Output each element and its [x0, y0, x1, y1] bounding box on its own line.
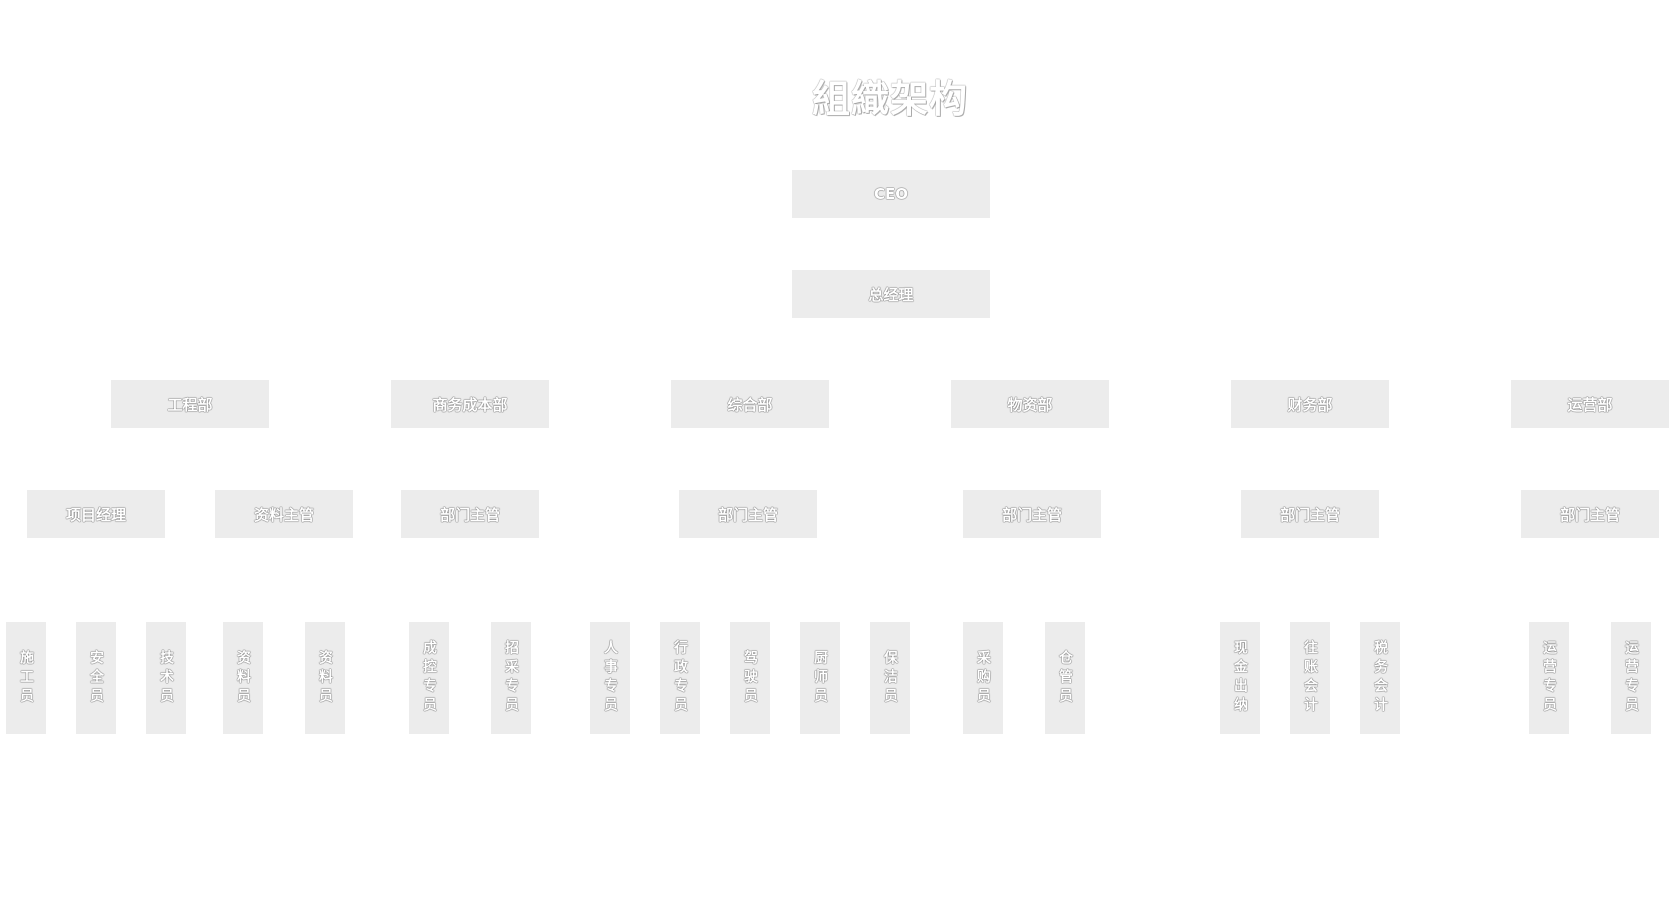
node-manager-general[interactable]: 部门主管 — [679, 490, 817, 538]
node-staff[interactable]: 成控专员 — [409, 622, 449, 734]
node-ceo[interactable]: CEO — [792, 170, 990, 218]
node-materials-supervisor[interactable]: 资料主管 — [215, 490, 353, 538]
node-dept-operations[interactable]: 运营部 — [1511, 380, 1669, 428]
node-manager-finance[interactable]: 部门主管 — [1241, 490, 1379, 538]
node-manager-business-cost[interactable]: 部门主管 — [401, 490, 539, 538]
node-staff[interactable]: 往账会计 — [1290, 622, 1330, 734]
node-staff[interactable]: 驾驶员 — [730, 622, 770, 734]
node-staff[interactable]: 行政专员 — [660, 622, 700, 734]
node-manager-materials[interactable]: 部门主管 — [963, 490, 1101, 538]
node-staff[interactable]: 现金出纳 — [1220, 622, 1260, 734]
node-general-manager[interactable]: 总经理 — [792, 270, 990, 318]
node-staff[interactable]: 采购员 — [963, 622, 1003, 734]
node-staff[interactable]: 安全员 — [76, 622, 116, 734]
node-staff[interactable]: 保洁员 — [870, 622, 910, 734]
node-staff[interactable]: 运营专员 — [1529, 622, 1569, 734]
node-dept-engineering[interactable]: 工程部 — [111, 380, 269, 428]
node-project-manager[interactable]: 项目经理 — [27, 490, 165, 538]
node-dept-materials[interactable]: 物资部 — [951, 380, 1109, 428]
node-staff[interactable]: 税务会计 — [1360, 622, 1400, 734]
node-staff[interactable]: 人事专员 — [590, 622, 630, 734]
node-staff[interactable]: 资料员 — [223, 622, 263, 734]
node-staff[interactable]: 资料员 — [305, 622, 345, 734]
node-staff[interactable]: 仓管员 — [1045, 622, 1085, 734]
node-staff[interactable]: 招采专员 — [491, 622, 531, 734]
node-manager-operations[interactable]: 部门主管 — [1521, 490, 1659, 538]
node-dept-finance[interactable]: 财务部 — [1231, 380, 1389, 428]
node-dept-general[interactable]: 综合部 — [671, 380, 829, 428]
chart-title: 組織架构 — [811, 77, 968, 121]
node-staff[interactable]: 运营专员 — [1611, 622, 1651, 734]
node-staff[interactable]: 施工员 — [6, 622, 46, 734]
node-staff[interactable]: 技术员 — [146, 622, 186, 734]
node-staff[interactable]: 厨师员 — [800, 622, 840, 734]
node-dept-business-cost[interactable]: 商务成本部 — [391, 380, 549, 428]
